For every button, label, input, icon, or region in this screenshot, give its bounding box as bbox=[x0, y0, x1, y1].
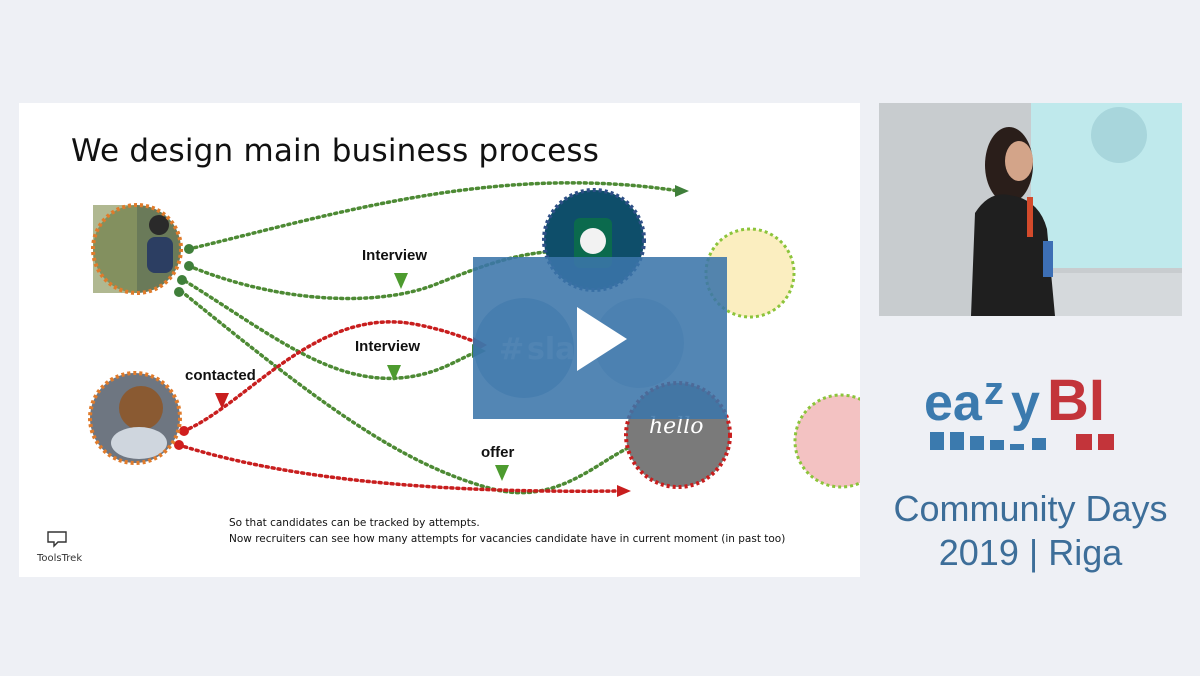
label-contacted: contacted bbox=[185, 367, 256, 384]
svg-text:BI: BI bbox=[1047, 368, 1105, 433]
marker-interview-mid bbox=[387, 365, 401, 381]
play-icon bbox=[577, 307, 627, 371]
marker-offer bbox=[495, 465, 509, 481]
slide-caption: So that candidates can be tracked by att… bbox=[229, 515, 849, 547]
eazybi-logo: ea z y BI bbox=[924, 368, 1114, 450]
label-interview-mid: Interview bbox=[355, 338, 421, 355]
speaker-camera-feed bbox=[879, 103, 1182, 316]
flow-path-interview-top bbox=[187, 249, 561, 301]
business-process-diagram: # sla hello bbox=[88, 181, 860, 497]
caption-line-2: Now recruiters can see how many attempts… bbox=[229, 533, 786, 545]
presentation-slide: We design main business process bbox=[19, 103, 860, 577]
toolstrek-logo-text: ToolsTrek bbox=[37, 553, 83, 564]
svg-text:ea: ea bbox=[924, 374, 983, 432]
flow-path-bottom bbox=[177, 443, 621, 493]
label-interview-top: Interview bbox=[362, 247, 428, 264]
candidate-photo-bottom bbox=[88, 371, 182, 465]
toolstrek-logo: ToolsTrek bbox=[37, 530, 101, 566]
play-button[interactable] bbox=[473, 257, 727, 419]
event-title-line-1: Community Days bbox=[893, 488, 1168, 529]
arrowhead-green-top bbox=[675, 185, 689, 197]
caption-line-1: So that candidates can be tracked by att… bbox=[229, 517, 480, 529]
candidate-photo-top bbox=[91, 203, 183, 295]
speaker-video bbox=[879, 103, 1182, 316]
arrowhead-red-bottom bbox=[617, 485, 631, 497]
marker-contacted bbox=[215, 393, 229, 409]
flow-path-interview-mid bbox=[183, 279, 481, 381]
flow-path-contacted bbox=[182, 320, 481, 433]
flow-path-top-offscreen bbox=[187, 181, 681, 251]
svg-text:y: y bbox=[1011, 374, 1040, 432]
label-offer: offer bbox=[481, 444, 515, 461]
event-title-line-2: 2019 | Riga bbox=[938, 532, 1123, 573]
speech-bubble-icon bbox=[47, 531, 67, 548]
flow-path-offer bbox=[179, 289, 641, 495]
slide-title: We design main business process bbox=[71, 133, 600, 169]
event-title: Community Days 2019 | Riga bbox=[879, 487, 1182, 575]
marker-interview-top bbox=[394, 273, 408, 289]
svg-text:z: z bbox=[984, 369, 1004, 413]
pink-bubble bbox=[793, 393, 860, 489]
